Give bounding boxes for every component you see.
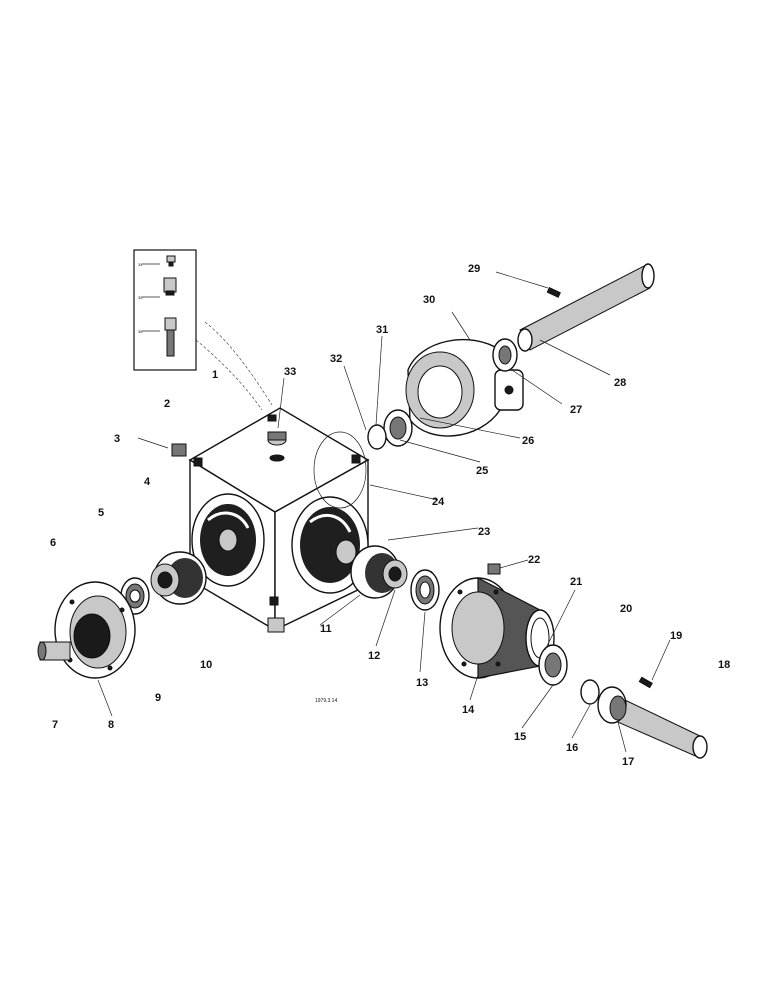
inset-label-34: 34 bbox=[138, 262, 143, 267]
callout-5: 5 bbox=[98, 507, 104, 519]
gearbox-housing bbox=[188, 407, 370, 632]
callout-25: 25 bbox=[476, 465, 488, 477]
bearing-cover-30 bbox=[405, 338, 524, 437]
leader-lines bbox=[97, 271, 671, 753]
inset-label-35: 35 bbox=[138, 295, 143, 300]
callout-29: 29 bbox=[468, 263, 480, 275]
callout-17: 17 bbox=[622, 756, 634, 768]
callout-19: 19 bbox=[670, 630, 682, 642]
callout-2: 2 bbox=[164, 398, 170, 410]
callout-20: 20 bbox=[620, 603, 632, 615]
plug-22-part bbox=[487, 563, 501, 575]
key-29 bbox=[546, 286, 561, 298]
output-shaft-17 bbox=[597, 686, 708, 759]
callout-27: 27 bbox=[570, 404, 582, 416]
callout-21: 21 bbox=[570, 576, 582, 588]
callout-23: 23 bbox=[478, 526, 490, 538]
left-bevel-gear bbox=[150, 551, 207, 605]
spacer-31 bbox=[367, 424, 387, 450]
bearing-26 bbox=[383, 409, 413, 447]
callout-15: 15 bbox=[514, 731, 526, 743]
drain-plug-part bbox=[267, 617, 285, 633]
callout-8: 8 bbox=[108, 719, 114, 731]
callout-28: 28 bbox=[614, 377, 626, 389]
callout-3: 3 bbox=[114, 433, 120, 445]
callout-33: 33 bbox=[284, 366, 296, 378]
callout-7: 7 bbox=[52, 719, 58, 731]
callout-18: 18 bbox=[718, 659, 730, 671]
right-bearing-13 bbox=[410, 569, 440, 611]
bearing-15 bbox=[538, 644, 568, 686]
seal-27 bbox=[492, 338, 518, 372]
inset-label-36: 36 bbox=[138, 329, 143, 334]
callout-1: 1 bbox=[212, 369, 218, 381]
input-shaft-28 bbox=[517, 263, 655, 352]
callout-12: 12 bbox=[368, 650, 380, 662]
callout-30: 30 bbox=[423, 294, 435, 306]
callout-6: 6 bbox=[50, 537, 56, 549]
callout-16: 16 bbox=[566, 742, 578, 754]
callout-9: 9 bbox=[155, 692, 161, 704]
callout-10: 10 bbox=[200, 659, 212, 671]
breather-part bbox=[171, 443, 187, 457]
left-flange-cover bbox=[37, 581, 136, 679]
callout-26: 26 bbox=[522, 435, 534, 447]
callout-22: 22 bbox=[528, 554, 540, 566]
callout-14: 14 bbox=[462, 704, 475, 716]
callout-11: 11 bbox=[320, 623, 332, 635]
right-bevel-gear bbox=[350, 545, 408, 599]
spacer-16 bbox=[580, 679, 600, 705]
flange-housing-14 bbox=[439, 577, 555, 679]
callout-13: 13 bbox=[416, 677, 428, 689]
callout-labels: 1 2 3 4 5 6 7 8 9 10 11 12 13 14 15 16 1… bbox=[50, 263, 730, 768]
callout-31: 31 bbox=[376, 324, 388, 336]
figure-code: 1979.3.14 bbox=[315, 698, 337, 704]
callout-32: 32 bbox=[330, 353, 342, 365]
callout-24: 24 bbox=[432, 496, 445, 508]
callout-4: 4 bbox=[144, 476, 151, 488]
key-19 bbox=[638, 676, 653, 689]
fitting-inset: 34 35 36 bbox=[133, 249, 197, 371]
